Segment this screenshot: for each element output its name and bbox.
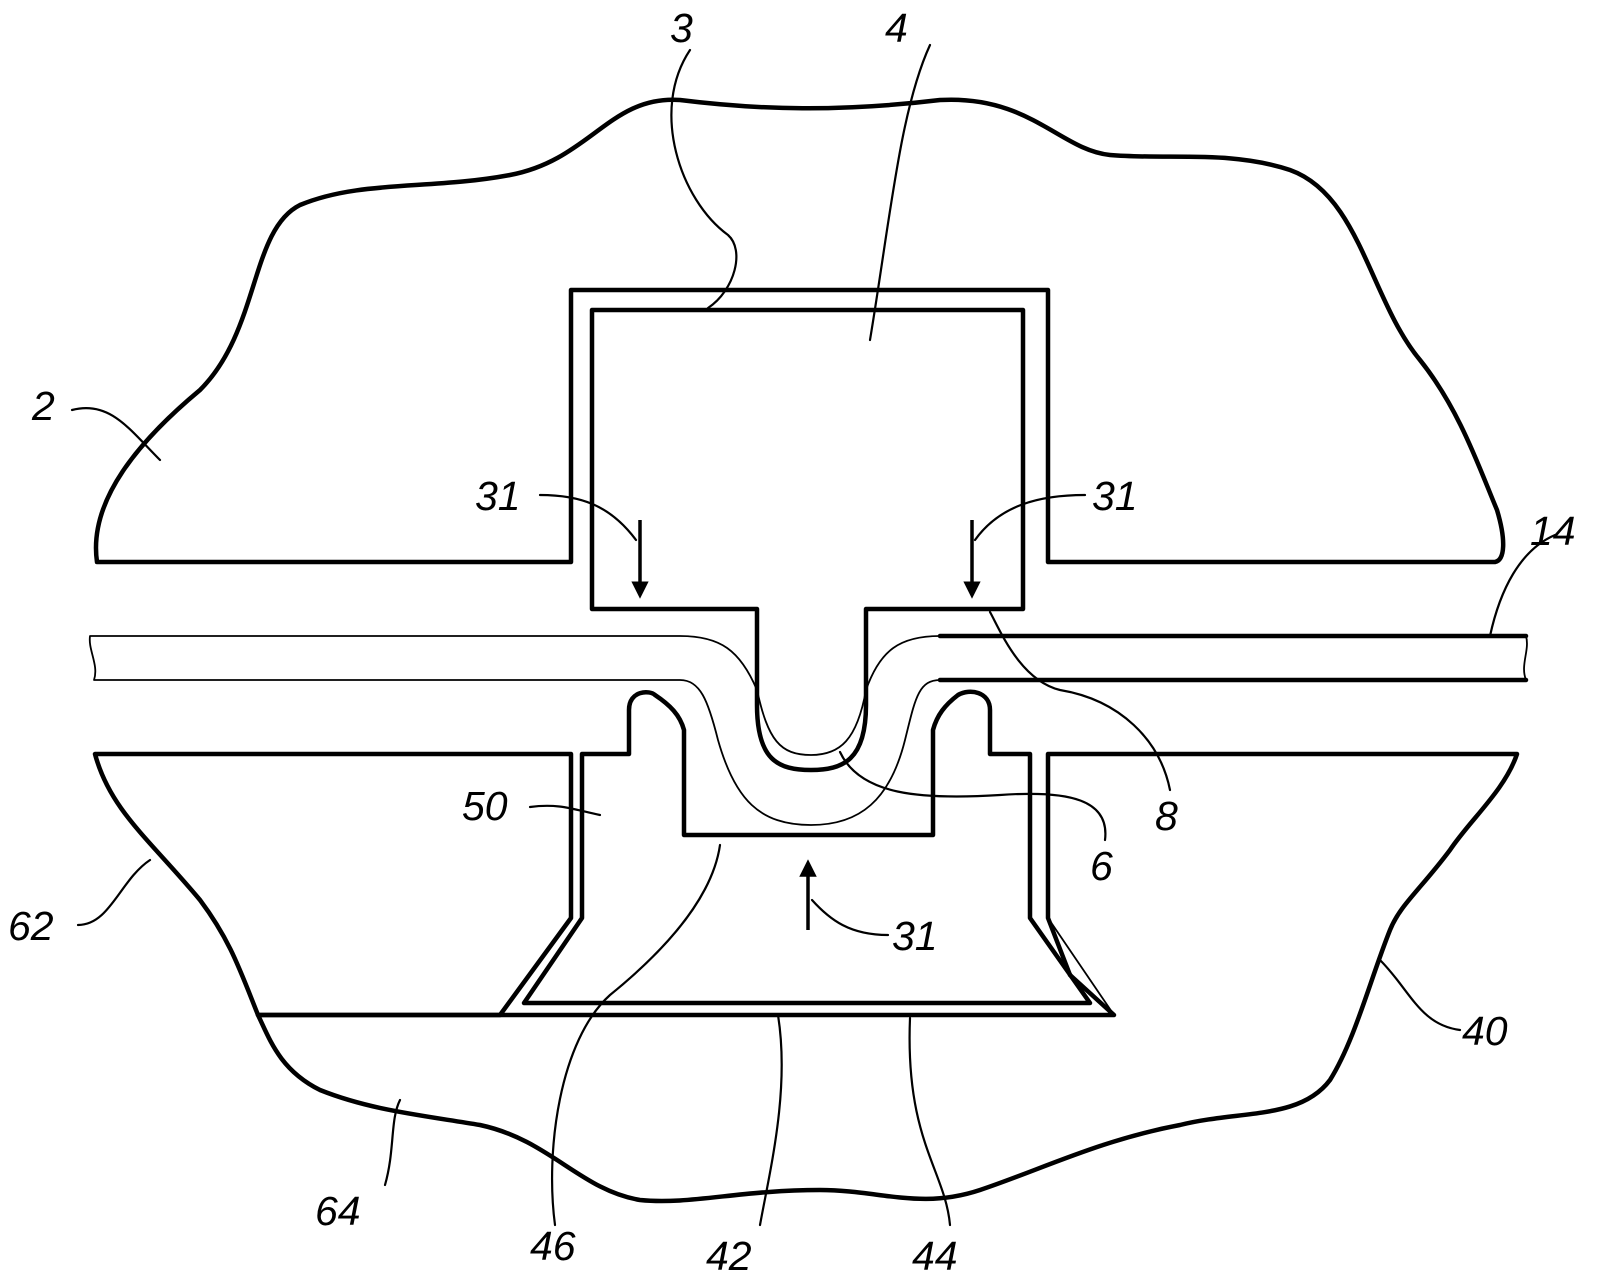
label-31-bottom: 31 <box>892 913 938 959</box>
leader-46 <box>552 845 720 1225</box>
label-3: 3 <box>670 5 693 51</box>
upper-tool-body <box>96 100 1503 562</box>
leader-31-left <box>540 495 636 540</box>
sheet <box>90 636 1527 825</box>
lower-base <box>258 754 1517 1201</box>
label-2: 2 <box>31 383 55 429</box>
leader-62 <box>78 860 150 925</box>
leader-31-bottom <box>812 900 888 935</box>
label-31-right: 31 <box>1092 473 1138 519</box>
sheet-right-edge <box>940 636 1526 680</box>
leader-44 <box>910 1018 950 1225</box>
label-42: 42 <box>706 1233 752 1278</box>
label-50: 50 <box>462 783 508 829</box>
label-4: 4 <box>885 5 908 51</box>
label-44: 44 <box>912 1233 958 1278</box>
label-40: 40 <box>1462 1008 1508 1054</box>
leader-50 <box>530 806 600 815</box>
leader-40 <box>1380 960 1460 1030</box>
leader-2 <box>72 408 160 460</box>
label-46: 46 <box>530 1223 576 1269</box>
label-14: 14 <box>1530 508 1576 554</box>
leader-8 <box>990 612 1170 790</box>
leader-3 <box>671 50 736 308</box>
die <box>524 692 1090 1003</box>
label-62: 62 <box>8 903 54 949</box>
punch <box>592 310 1023 770</box>
label-31-left: 31 <box>475 473 521 519</box>
die-clearance <box>500 918 1114 1015</box>
label-8: 8 <box>1155 793 1178 839</box>
leader-4 <box>870 45 930 340</box>
leader-31-right <box>975 495 1085 540</box>
label-64: 64 <box>315 1188 361 1234</box>
label-6: 6 <box>1090 843 1113 889</box>
